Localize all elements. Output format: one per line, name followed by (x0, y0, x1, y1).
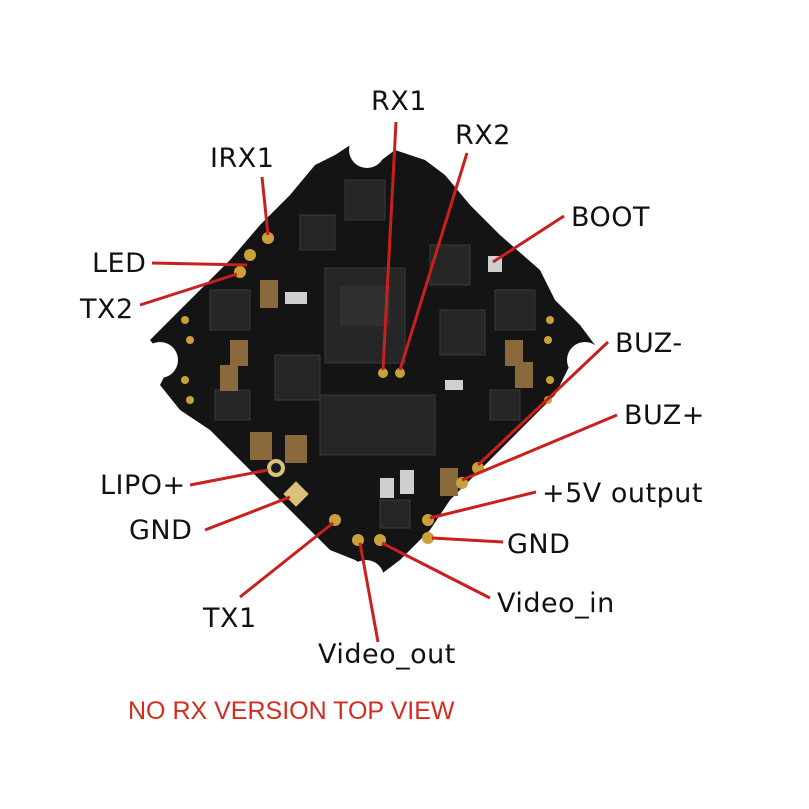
capacitor (505, 340, 523, 366)
motor-pad (181, 376, 189, 384)
board-notch-right (567, 342, 603, 378)
led-pad (244, 249, 256, 261)
ic-top-left (299, 214, 336, 251)
video-in-leader (381, 541, 491, 600)
tx1-leader (239, 521, 334, 599)
capacitor (400, 470, 414, 494)
rx1-leader (381, 121, 398, 371)
buz-plus-leader (461, 413, 618, 482)
tx2-leader (139, 272, 238, 307)
motor-pad (186, 396, 194, 404)
capacitor (515, 362, 533, 388)
plus5v-leader (429, 490, 537, 520)
capacitor (440, 468, 458, 496)
plus5v-pad (422, 514, 434, 526)
label-tx2: TX2 (79, 294, 134, 325)
motor-pad (186, 336, 194, 344)
label-video-out: Video_out (318, 639, 456, 670)
label-video-in: Video_in (497, 588, 615, 619)
ic-left-3 (214, 389, 251, 421)
label-buz-plus: BUZ+ (624, 400, 705, 431)
ic-top-1 (344, 179, 386, 221)
leader-lines (139, 121, 618, 643)
label-led: LED (92, 248, 146, 279)
capacitor (220, 365, 238, 391)
ic-left (274, 354, 321, 401)
esc-driver-chip (319, 394, 436, 456)
capacitor (380, 478, 394, 498)
label-plus5v-output: +5V output (542, 478, 703, 509)
capacitor (250, 432, 272, 460)
lipo-plus-leader (189, 468, 269, 487)
led-leader (151, 261, 248, 267)
capacitor (230, 340, 248, 366)
label-rx2: RX2 (455, 120, 511, 151)
flight-controller-board (142, 132, 603, 596)
video-out-leader (358, 542, 380, 643)
buz-minus-leader (476, 340, 610, 467)
ic-bottom (379, 499, 411, 529)
gnd-pad (422, 532, 434, 544)
lipo-plus-hole (271, 463, 281, 473)
label-boot: BOOT (571, 202, 650, 233)
rx1-pad (378, 368, 388, 378)
irx1-leader (260, 176, 270, 236)
capacitor (260, 280, 278, 308)
gnd-left-leader (204, 495, 291, 532)
label-tx1: TX1 (202, 603, 257, 634)
motor-pad (546, 376, 554, 384)
capacitor (285, 435, 307, 463)
label-buz-minus: BUZ- (615, 328, 683, 359)
boot-leader (492, 214, 565, 264)
motor-pad (546, 316, 554, 324)
mcu-marking (340, 286, 390, 326)
pin-labels: RX1 RX2 IRX1 BOOT LED TX2 BUZ- BUZ+ LIPO… (79, 86, 705, 670)
label-gnd-left: GND (129, 515, 192, 546)
ic-right (439, 309, 486, 356)
rx2-leader (398, 152, 469, 371)
gnd-power-pad (283, 481, 309, 507)
ic-right-2 (494, 289, 536, 331)
board-notch-left (142, 342, 178, 378)
capacitor (445, 380, 463, 390)
label-irx1: IRX1 (210, 143, 274, 174)
label-rx1: RX1 (371, 86, 427, 117)
rx2-pad (395, 368, 405, 378)
motor-pad (181, 316, 189, 324)
capacitor (285, 292, 307, 304)
irx1-pad (262, 232, 274, 244)
diagram-caption: NO RX VERSION TOP VIEW (128, 697, 455, 725)
label-gnd-right: GND (507, 529, 570, 560)
ic-left-2 (209, 289, 251, 331)
label-lipo-plus: LIPO+ (100, 470, 186, 501)
motor-pad (544, 336, 552, 344)
board-notch-top (349, 132, 385, 168)
video-out-pad (352, 534, 364, 546)
gnd-right-leader (431, 536, 504, 544)
tx2-pad (234, 266, 246, 278)
ic-right-3 (489, 389, 521, 421)
